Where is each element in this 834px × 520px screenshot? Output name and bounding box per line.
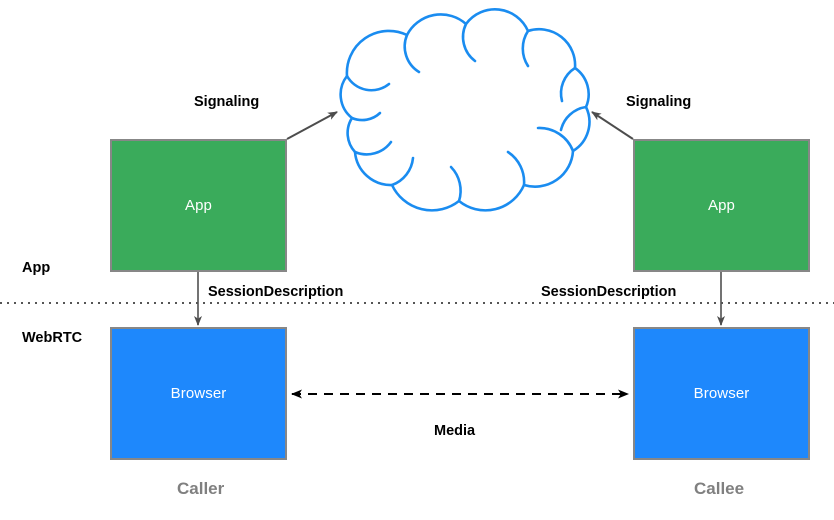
layer-label-webrtc: WebRTC — [22, 330, 83, 346]
role-label-callee: Callee — [694, 479, 745, 498]
edge-label-media: Media — [434, 423, 476, 439]
node-browser-caller[interactable]: Browser — [110, 327, 287, 460]
edge-label-session-description-right: SessionDescription — [541, 284, 677, 300]
signaling-arrow-right — [591, 111, 634, 140]
node-browser-callee[interactable]: Browser — [633, 327, 810, 460]
node-app-caller[interactable]: App — [110, 139, 287, 272]
signaling-server-cloud — [339, 8, 591, 212]
node-app-callee[interactable]: App — [633, 139, 810, 272]
node-app-caller-label: App — [185, 197, 212, 214]
edge-label-signaling-right: Signaling — [626, 94, 692, 110]
signaling-arrow-left — [286, 111, 338, 140]
node-browser-caller-label: Browser — [170, 385, 227, 402]
role-label-caller: Caller — [177, 479, 225, 498]
edge-label-signaling-left: Signaling — [194, 94, 260, 110]
edge-label-session-description-left: SessionDescription — [208, 284, 344, 300]
node-app-callee-label: App — [708, 197, 735, 214]
layer-label-app: App — [22, 260, 51, 276]
node-browser-callee-label: Browser — [693, 385, 750, 402]
